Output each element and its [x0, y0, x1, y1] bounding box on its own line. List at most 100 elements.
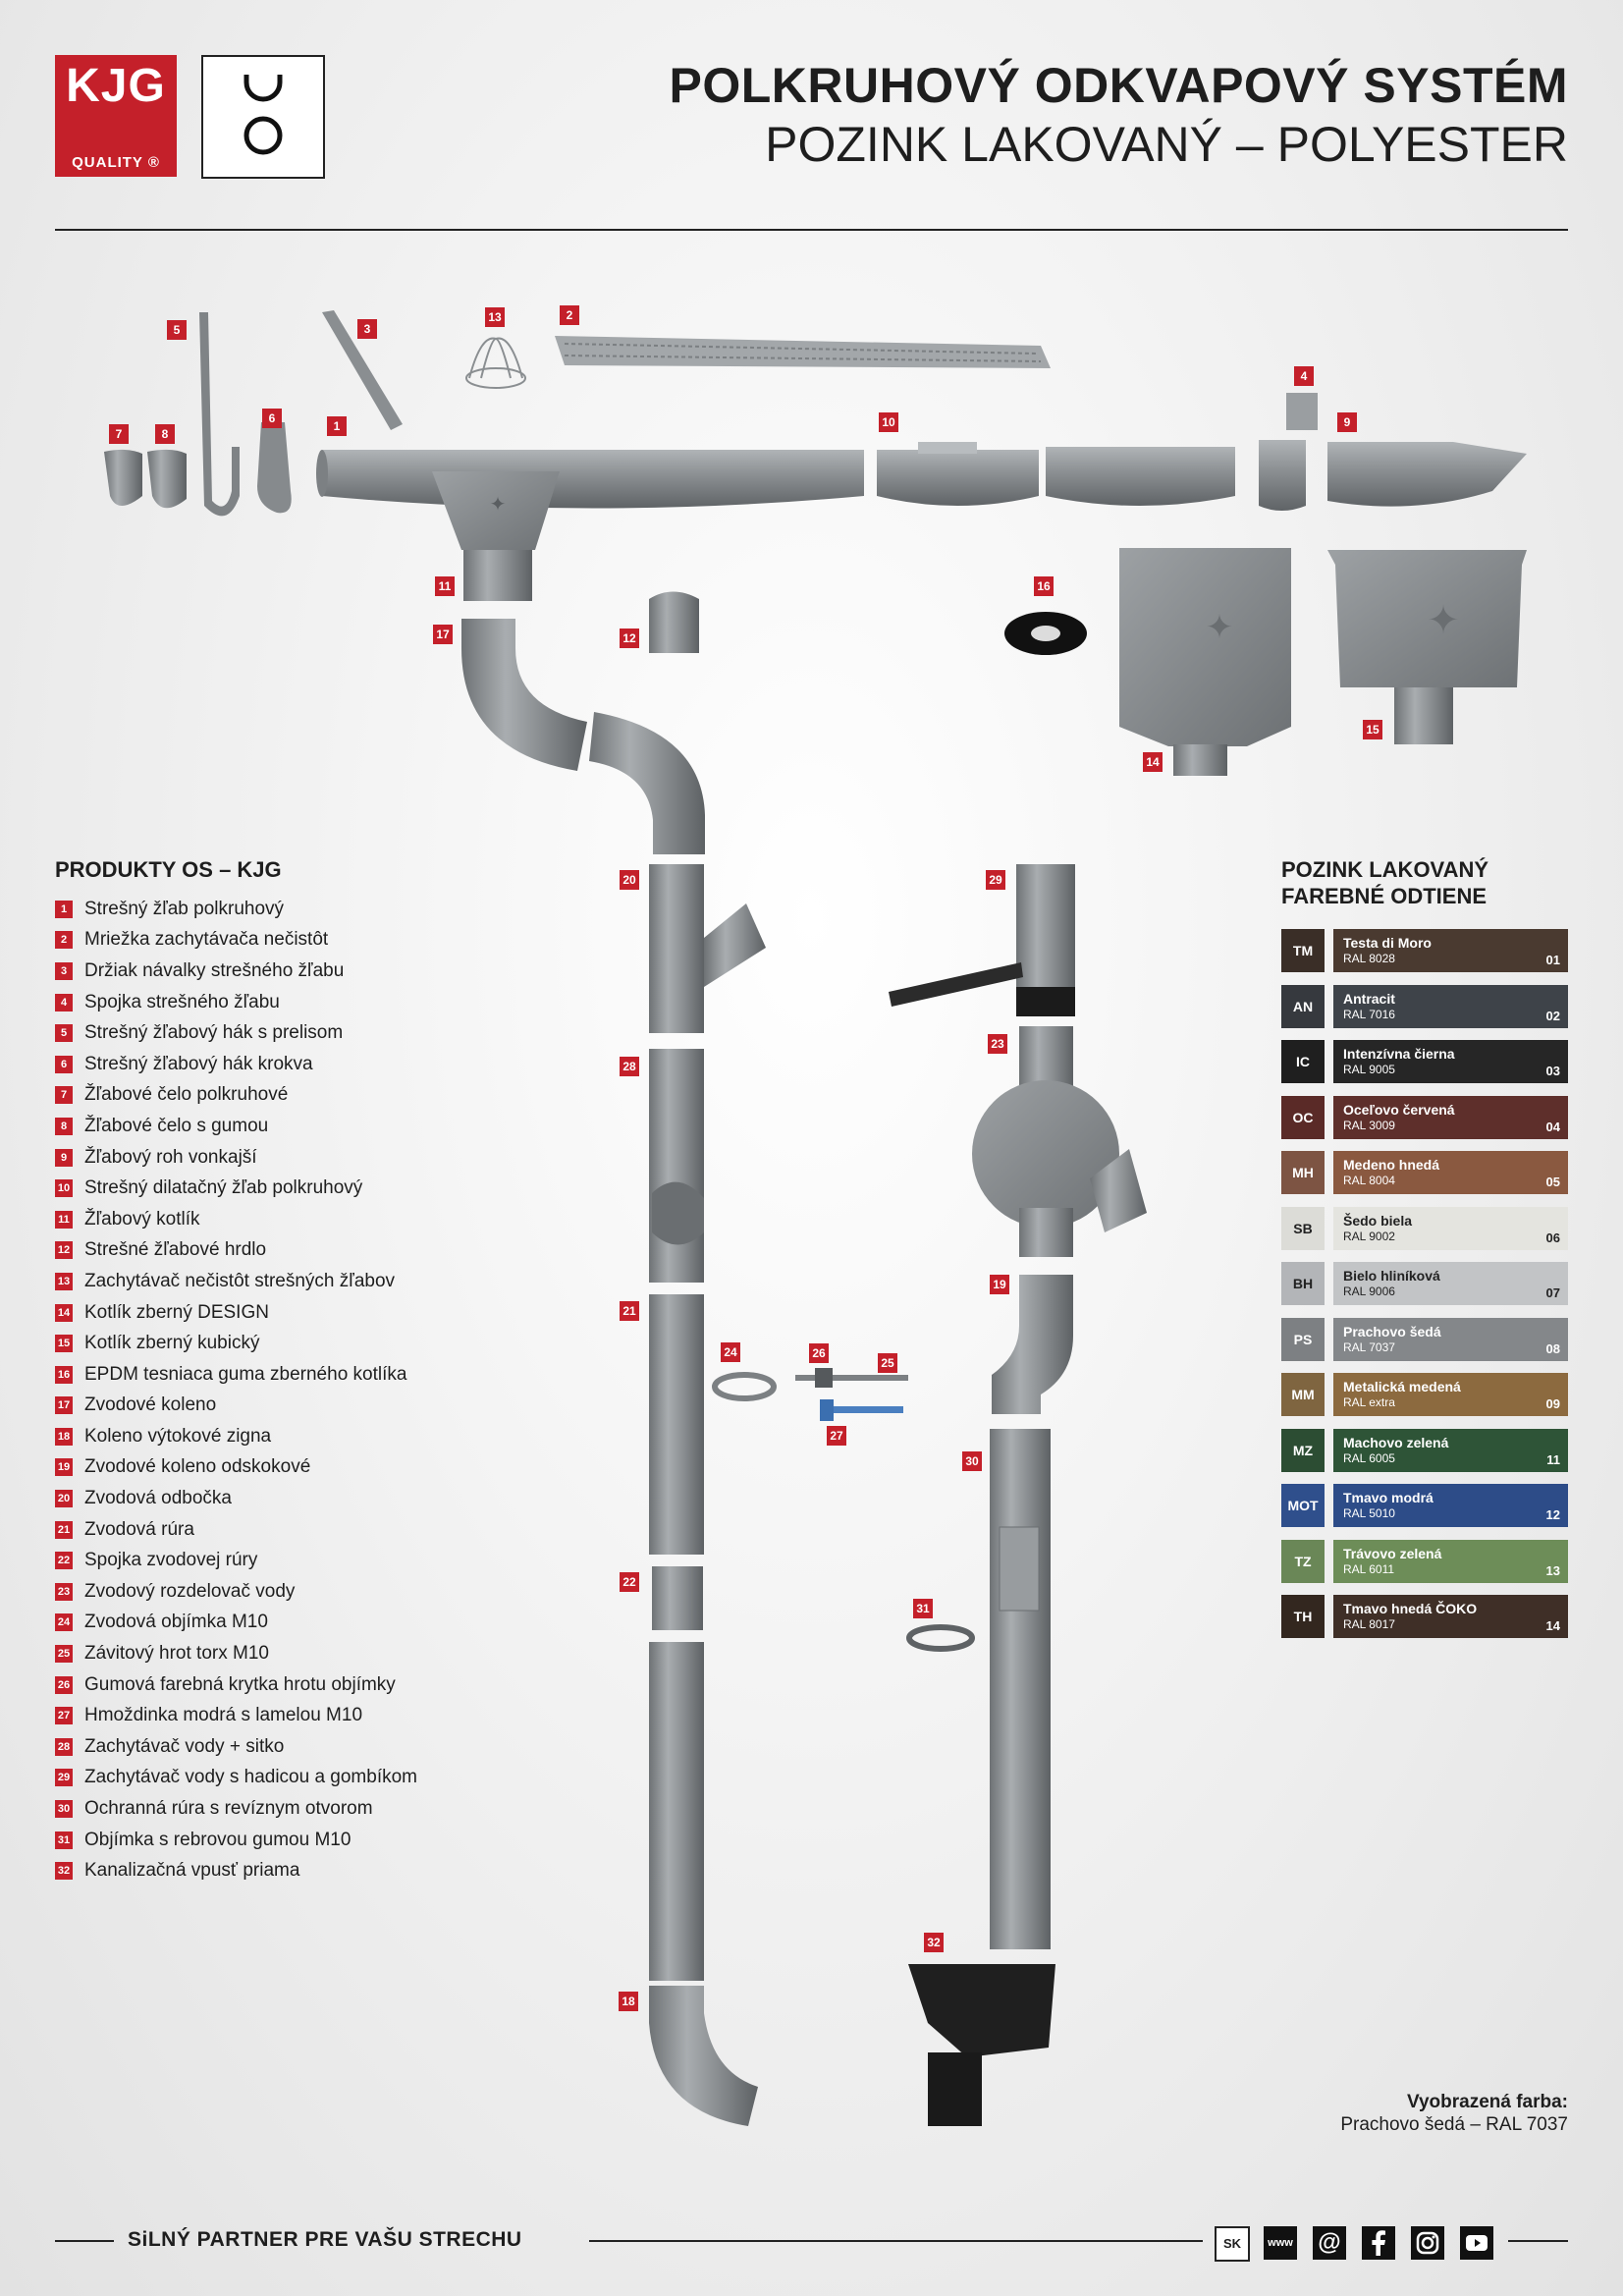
product-label: Strešný žľab polkruhový	[84, 898, 285, 919]
web-icon[interactable]: www	[1264, 2226, 1297, 2260]
product-label: Spojka strešného žľabu	[84, 991, 280, 1012]
product-number-badge: 10	[55, 1179, 73, 1198]
diagram-label-badge	[327, 416, 347, 436]
product-label: Zachytávač vody + sitko	[84, 1735, 285, 1757]
color-ral: RAL 7037	[1343, 1339, 1395, 1354]
diagram-label: 30	[965, 1454, 979, 1468]
offset-elbow	[992, 1275, 1073, 1414]
product-number-badge: 19	[55, 1458, 73, 1477]
diagram-label-badge	[924, 1933, 944, 1952]
color-name: Tmavo hnedá ČOKO	[1343, 1601, 1478, 1616]
color-ral: RAL 7016	[1343, 1007, 1395, 1021]
color-code: BH	[1281, 1262, 1325, 1305]
hopper-design: ✦	[1119, 548, 1291, 776]
diagram-label-badge	[109, 424, 129, 444]
product-label: Zvodová rúra	[84, 1518, 194, 1540]
youtube-icon[interactable]	[1460, 2226, 1493, 2260]
footer-rule-right	[1508, 2240, 1568, 2242]
diagram-label-badge	[433, 625, 453, 644]
language-button[interactable]: SK	[1215, 2226, 1250, 2262]
diagram-label-badge	[990, 1275, 1009, 1294]
color-code: AN	[1281, 984, 1325, 1028]
color-number: 06	[1545, 1230, 1560, 1245]
diagram-label-badge	[879, 412, 898, 432]
color-code: TH	[1281, 1595, 1325, 1638]
downpipe-elbow	[461, 619, 587, 771]
diagram-label: 7	[116, 427, 123, 441]
color-name: Metalická medená	[1343, 1379, 1461, 1394]
diagram-label: 3	[364, 322, 371, 336]
facebook-icon[interactable]	[1362, 2226, 1395, 2260]
color-number: 13	[1545, 1562, 1560, 1578]
product-number-badge: 25	[55, 1645, 73, 1664]
color-number: 02	[1545, 1008, 1560, 1023]
product-label: Spojka zvodovej rúry	[84, 1550, 258, 1571]
color-number: 11	[1546, 1451, 1560, 1467]
product-label: Ochranná rúra s revíznym otvorom	[84, 1798, 373, 1820]
color-ral: RAL 8028	[1343, 952, 1395, 965]
product-label: Zvodové koleno odskokové	[84, 1456, 311, 1478]
product-number-badge: 24	[55, 1613, 73, 1632]
diagram-label-badge	[809, 1343, 829, 1363]
diagram-label-badge	[357, 319, 377, 339]
product-label: Držiak návalky strešného žľabu	[84, 959, 345, 981]
color-name: Medeno hnedá	[1343, 1157, 1440, 1173]
product-number-badge: 4	[55, 993, 73, 1011]
email-icon[interactable]: @	[1313, 2226, 1346, 2260]
diagram-label: 26	[812, 1346, 826, 1360]
color-name: Šedo biela	[1343, 1212, 1413, 1229]
diagram-label: 5	[174, 323, 181, 337]
svg-text:✦: ✦	[1206, 609, 1234, 646]
instagram-icon[interactable]	[1411, 2226, 1444, 2260]
diagram-label-badge	[262, 409, 282, 428]
color-code: MZ	[1281, 1428, 1325, 1472]
product-label: Kotlík zberný kubický	[84, 1333, 260, 1354]
diagram-label: 21	[622, 1304, 636, 1318]
hanger-hook	[199, 312, 240, 517]
diagram-label-badge	[620, 1572, 639, 1592]
diagram-label: 23	[991, 1037, 1004, 1051]
diagram-label: 24	[724, 1345, 737, 1359]
diagram-label-badge	[1034, 576, 1054, 596]
diagram-label: 31	[916, 1602, 930, 1615]
product-item: 19 Zvodové koleno odskokové	[55, 1452, 417, 1484]
product-label: Kotlík zberný DESIGN	[84, 1301, 269, 1323]
product-label: Mriežka zachytávača nečistôt	[84, 929, 329, 951]
product-label: Žľabový roh vonkajší	[84, 1146, 257, 1168]
color-code: SB	[1281, 1206, 1325, 1250]
diagram-label: 16	[1037, 579, 1051, 593]
color-number: 09	[1545, 1396, 1560, 1411]
color-number: 05	[1545, 1175, 1560, 1189]
color-ral: RAL 6005	[1343, 1450, 1395, 1465]
color-ral: RAL 8004	[1343, 1174, 1395, 1187]
product-label: Strešný žľabový hák krokva	[84, 1053, 313, 1074]
oc-logo-icon	[243, 75, 283, 155]
diagram-label: 13	[488, 310, 502, 324]
diagram-label-badge	[620, 1057, 639, 1076]
products-title: PRODUKTY OS – KJG	[55, 857, 282, 882]
gutter-coupler	[1259, 440, 1306, 511]
product-label: Žľabový kotlík	[84, 1208, 200, 1230]
color-name: Machovo zelená	[1343, 1434, 1449, 1450]
